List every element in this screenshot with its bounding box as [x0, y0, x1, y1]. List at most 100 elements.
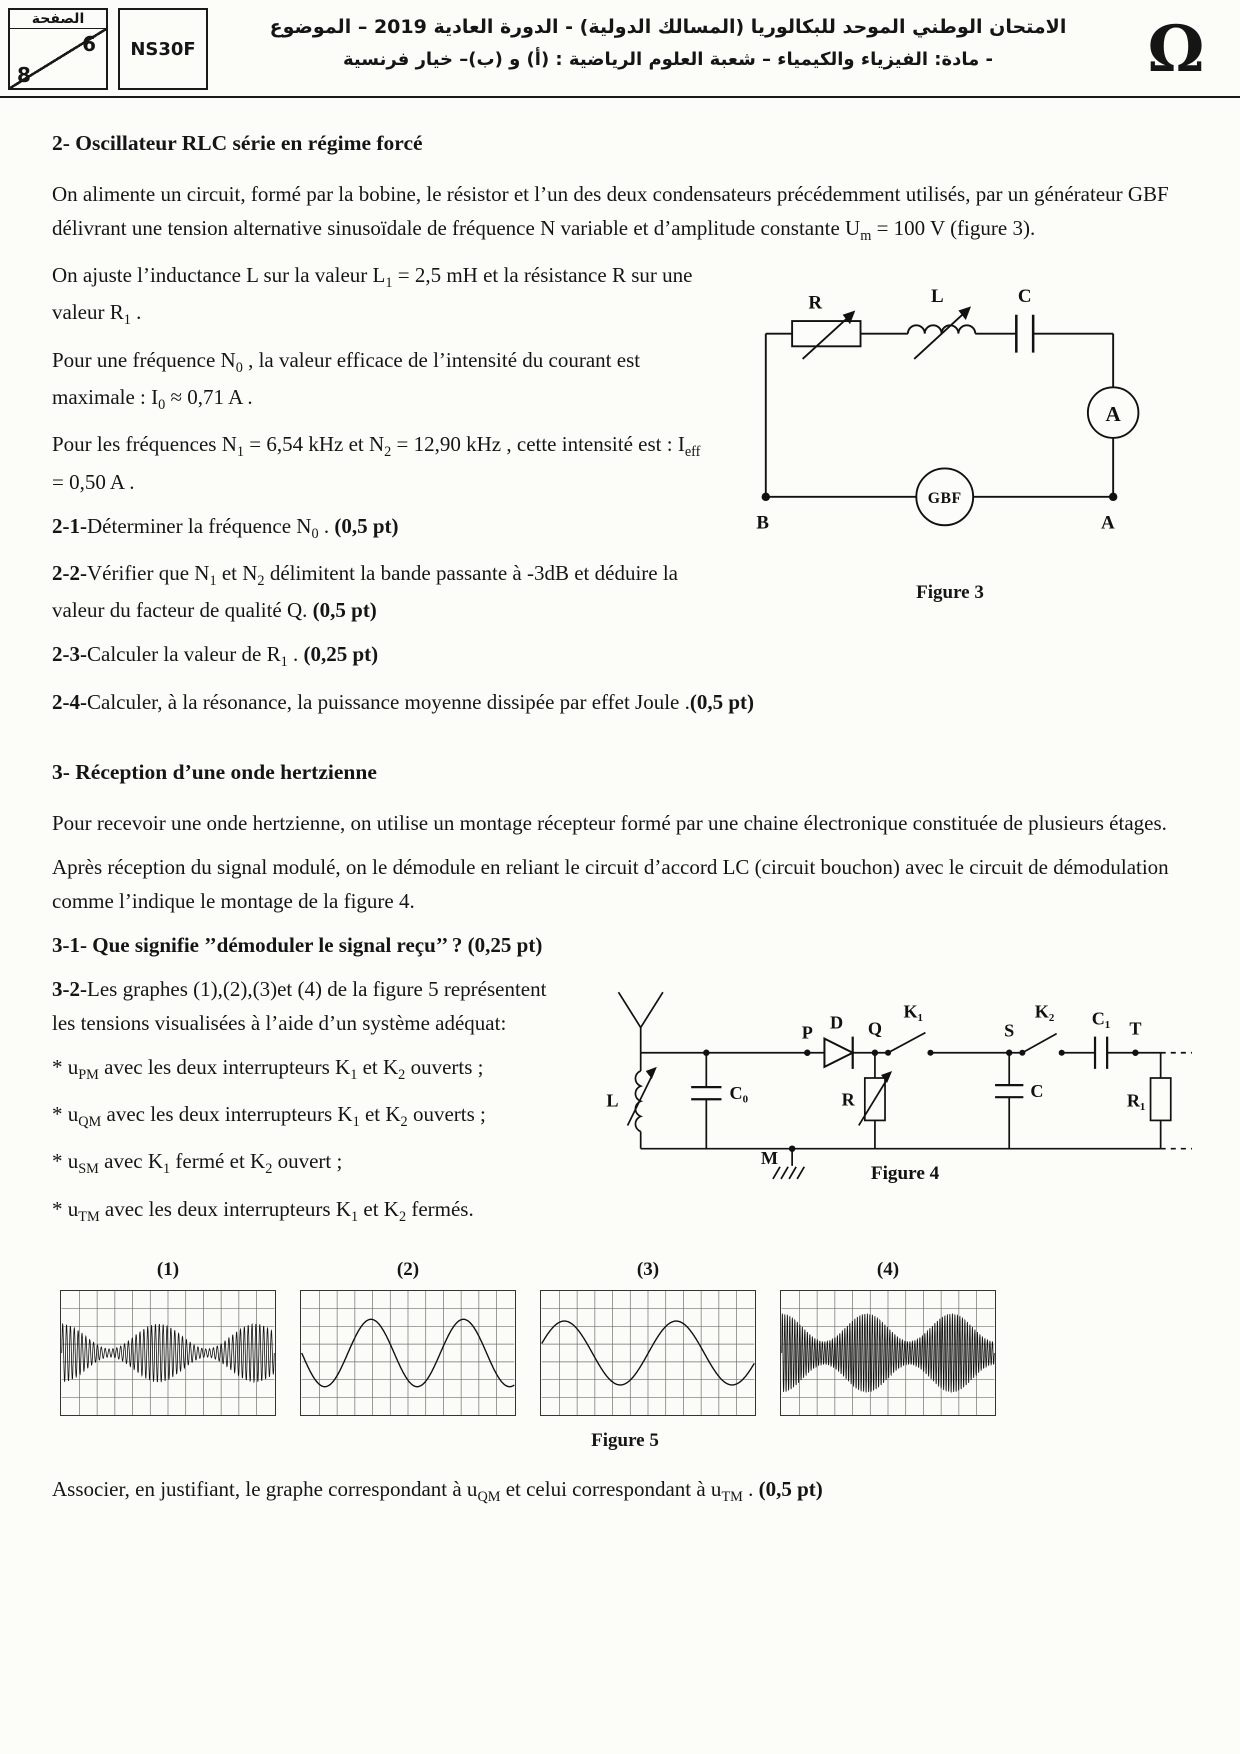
question-2-2: 2-2-Vérifier que N1 et N2 délimitent la … — [52, 561, 678, 623]
oscillogram-4-label: (4) — [876, 1258, 900, 1280]
page-total: 8 — [17, 63, 31, 87]
tuning-inductor-coil — [634, 1069, 644, 1132]
section3-paragraph-reception: Pour recevoir une onde hertzienne, on ut… — [52, 810, 1167, 835]
tuning-inductor-arrowhead — [645, 1066, 657, 1079]
label-c: C — [1030, 1081, 1043, 1101]
oscillogram-3-label: (3) — [636, 1258, 660, 1280]
label-k1: K₁ — [904, 1001, 924, 1021]
bullet-utm: * uTM avec les deux interrupteurs K1 et … — [52, 1196, 474, 1225]
terminal-b-label: B — [756, 513, 769, 534]
oscillogram-1-label: (1) — [156, 1258, 180, 1280]
exam-code-box: NS30F — [118, 8, 208, 90]
figure3-caption: Figure 3 — [916, 581, 984, 603]
node-c0-dot — [703, 1049, 710, 1056]
node-s-dot — [1005, 1049, 1013, 1056]
exam-content: 2- Oscillateur RLC série en régime forcé… — [0, 98, 1240, 1510]
terminal-a-label: A — [1101, 513, 1115, 534]
question-2-4: 2-4-Calculer, à la résonance, la puissan… — [52, 689, 755, 714]
switch-k1-end-dot — [927, 1049, 934, 1056]
figure4: L C₀ P D Q K₁ R S C K₂ C₁ T R₁ M — [570, 972, 1198, 1214]
section2-paragraph-resonance: Pour une fréquence N0 , la valeur effica… — [52, 347, 641, 414]
label-s: S — [1004, 1020, 1014, 1040]
r1-symbol — [1149, 1076, 1172, 1121]
node-p-dot — [804, 1049, 811, 1056]
ground-icon — [772, 1148, 805, 1180]
label-d: D — [830, 1012, 843, 1032]
resistor-symbol — [791, 320, 862, 348]
oscillogram-2-label: (2) — [396, 1258, 420, 1280]
capacitor-label: C — [1018, 286, 1032, 307]
label-k2: K₂ — [1035, 1001, 1055, 1021]
switch-k2-end-dot — [1058, 1049, 1065, 1056]
section2-title: 2- Oscillateur RLC série en régime forcé — [52, 131, 423, 155]
generator-label: GBF — [928, 490, 962, 507]
inductor-arrow — [913, 309, 968, 360]
oscillogram-3: (3) — [540, 1255, 756, 1416]
section-2: 2- Oscillateur RLC série en régime forcé… — [52, 126, 1198, 729]
figure3-wires — [764, 332, 1115, 498]
question-3-2-intro: 3-2-Les graphes (1),(2),(3)et (4) de la … — [52, 976, 547, 1035]
generator-symbol — [915, 467, 975, 527]
section2-paragraph-inductance: On ajuste l’inductance L sur la valeur L… — [52, 263, 693, 329]
variable-resistor-arrowhead — [880, 1070, 893, 1083]
c0-plates — [691, 1085, 722, 1100]
terminal-b-dot — [761, 492, 771, 502]
node-t-dot — [1132, 1049, 1139, 1056]
figure5-section: (1) (2) (3) (4) Figure 5 — [52, 1255, 1198, 1457]
oscillogram-1: (1) — [60, 1255, 276, 1416]
oscillogram-1-plot — [60, 1289, 276, 1416]
section3-paragraph-demodulation: Après réception du signal modulé, on le … — [52, 854, 1169, 913]
oscillogram-row: (1) (2) (3) (4) — [60, 1255, 1198, 1416]
oscillogram-3-plot — [540, 1289, 756, 1416]
terminal-a-dot — [1108, 492, 1118, 502]
capacitor-symbol — [1015, 314, 1035, 353]
exam-header-title: الامتحان الوطني الموحد للبكالوريا (المسا… — [218, 8, 1118, 90]
oscillogram-4: (4) — [780, 1255, 996, 1416]
page-header: الصفحة 6 8 NS30F الامتحان الوطني الموحد … — [0, 0, 1240, 98]
question-2-1: 2-1-Déterminer la fréquence N0 . (0,5 pt… — [52, 513, 399, 542]
figure4-caption: Figure 4 — [871, 1163, 940, 1184]
bullet-upm: * uPM avec les deux interrupteurs K1 et … — [52, 1054, 484, 1083]
exam-code: NS30F — [130, 38, 196, 60]
node-m-dot — [788, 1145, 796, 1152]
ammeter-label: A — [1106, 402, 1122, 426]
page-number-diagonal: 6 8 — [10, 29, 106, 88]
page-number-box: الصفحة 6 8 — [8, 8, 108, 90]
label-m: M — [761, 1147, 778, 1167]
switch-k1-lever — [887, 1031, 926, 1054]
oscillogram-4-plot — [780, 1289, 996, 1416]
exam-title-line1: الامتحان الوطني الموحد للبكالوريا (المسا… — [269, 16, 1067, 38]
section2-paragraph-supply: On alimente un circuit, formé par la bob… — [52, 181, 1169, 245]
diode-symbol — [823, 1036, 855, 1069]
label-l: L — [606, 1090, 618, 1110]
bullet-usm: * uSM avec K1 fermé et K2 ouvert ; — [52, 1149, 343, 1178]
omega-logo-icon: Ω — [1128, 8, 1224, 90]
figure3-circuit-diagram: R L C A GBF B A — [756, 286, 1140, 534]
section3-title: 3- Réception d’une onde hertzienne — [52, 759, 377, 784]
figure4-circuit-diagram: L C₀ P D Q K₁ R S C K₂ C₁ T R₁ M — [606, 991, 1192, 1184]
exam-title-line2: - مادة: الفيزياء والكيمياء – شعبة العلوم… — [342, 49, 993, 70]
question-3-1: 3-1- Que signifie ’’démoduler le signal … — [52, 932, 543, 957]
variable-resistor-arrow — [858, 1075, 890, 1126]
oscillogram-2: (2) — [300, 1255, 516, 1416]
c-plates — [995, 1083, 1024, 1098]
tuning-inductor-arrow — [626, 1071, 655, 1126]
node-q-dot — [871, 1049, 879, 1056]
c1-plates — [1093, 1036, 1109, 1069]
label-p: P — [802, 1022, 813, 1042]
switch-k1-pivot-dot — [885, 1049, 892, 1056]
inductor-arrowhead — [958, 306, 972, 321]
page-number: 6 — [82, 32, 96, 56]
label-r: R — [842, 1089, 856, 1109]
omega-glyph: Ω — [1147, 11, 1205, 87]
label-q: Q — [868, 1018, 882, 1038]
inductor-label: L — [931, 286, 944, 307]
antenna-icon — [617, 991, 664, 1053]
ammeter-symbol — [1086, 386, 1140, 439]
resistor-arrow — [801, 314, 852, 360]
page-label: الصفحة — [10, 10, 106, 29]
figure5-caption: Figure 5 — [591, 1429, 659, 1451]
label-t: T — [1129, 1018, 1141, 1038]
oscillogram-2-plot — [300, 1289, 516, 1416]
